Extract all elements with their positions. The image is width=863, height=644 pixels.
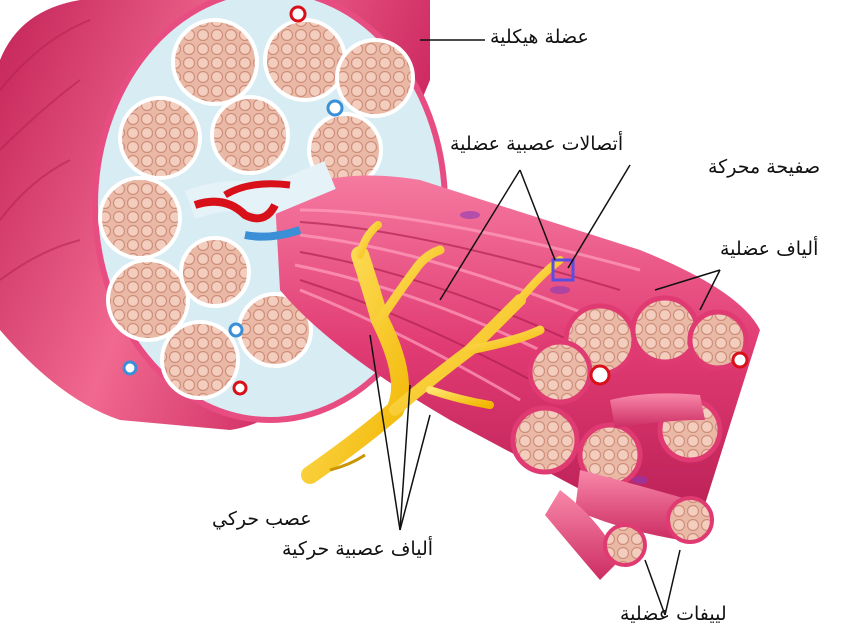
label-neuromuscular-junctions: أتصالات عصبية عضلية (450, 135, 623, 154)
label-muscle-fibers: ألياف عضلية (720, 240, 818, 259)
label-myofibrils: لييفات عضلية (620, 605, 727, 624)
label-skeletal-muscle: عضلة هيكلية (490, 28, 589, 47)
label-motor-nerve: عصب حركي (212, 510, 312, 529)
label-motor-end-plate: صفيحة محركة (708, 158, 820, 177)
label-motor-nerve-fibers: ألياف عصبية حركية (282, 540, 433, 559)
